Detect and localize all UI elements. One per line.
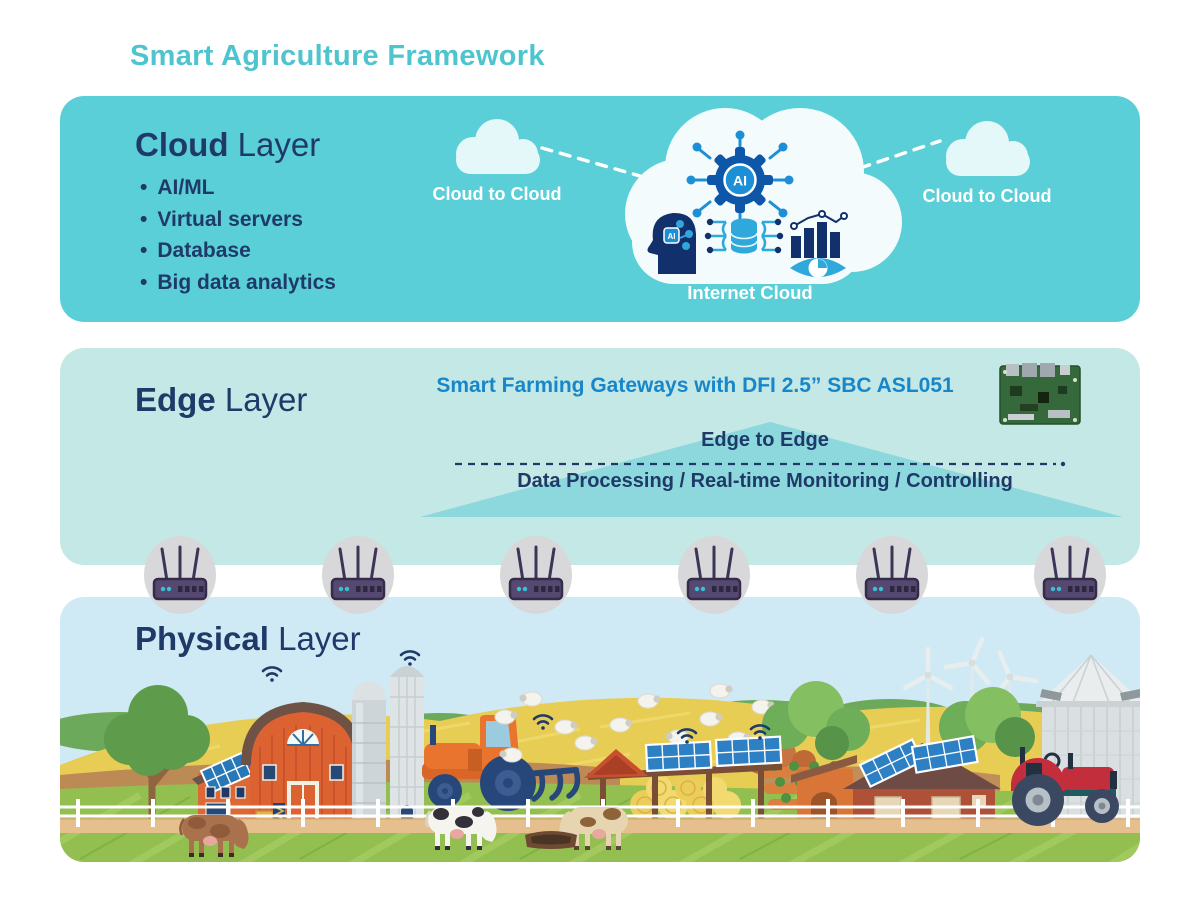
- cloud-layer-art: AI AI: [456, 108, 1030, 284]
- wifi-sensors: [261, 650, 771, 744]
- cloud-to-cloud-label: Cloud to Cloud: [922, 186, 1052, 206]
- internet-cloud-label: Internet Cloud: [687, 282, 813, 303]
- wifi-router-icon: [143, 535, 217, 615]
- edge-to-edge-label: Edge to Edge: [701, 429, 829, 451]
- wifi-router-icon: [855, 535, 929, 615]
- edge-layer-art: [420, 422, 1123, 517]
- data-integration-icon: [704, 218, 784, 254]
- svg-text:AI: AI: [733, 173, 747, 189]
- wifi-router-icon: [1033, 535, 1107, 615]
- small-cloud-icon: [456, 119, 540, 174]
- hay-shed: [584, 735, 783, 822]
- farm-scene: [60, 636, 1140, 862]
- solar-panel: [714, 735, 783, 768]
- tractor-with-plow: [422, 715, 581, 811]
- wifi-router-icon: [677, 535, 751, 615]
- ai-head-icon: AI: [647, 212, 696, 274]
- cloud-layer-heading: Cloud Layer: [135, 126, 321, 163]
- analytics-eye-icon: [790, 210, 848, 278]
- cloud-link-dash: [858, 139, 942, 170]
- edge-functions-label: Data Processing / Real-time Monitoring /…: [517, 470, 1013, 492]
- cow: [425, 807, 497, 850]
- cloud-to-cloud-label: Cloud to Cloud: [432, 184, 562, 204]
- list-item: •Big data analytics: [140, 270, 336, 294]
- cow: [559, 807, 628, 850]
- red-tractor: [1011, 747, 1119, 826]
- solar-panel: [644, 740, 713, 773]
- grain-silos: [352, 666, 424, 825]
- solar-panel: [858, 738, 925, 789]
- page-title: Smart Agriculture Framework: [130, 40, 545, 72]
- cloud-link-dash: [540, 146, 642, 178]
- cows: [179, 807, 628, 857]
- edge-layer-heading: Edge Layer: [135, 381, 308, 418]
- cloud-feature-list: •AI/ML •Virtual servers •Database •Big d…: [140, 172, 336, 298]
- wifi-router-icon: [321, 535, 395, 615]
- feed-trough: [525, 831, 577, 849]
- list-item: •Database: [140, 239, 251, 262]
- cow: [179, 815, 249, 857]
- tree: [104, 685, 210, 827]
- small-cloud-icon: [946, 121, 1030, 176]
- solar-panel: [910, 734, 979, 774]
- edge-triangle: [420, 422, 1123, 517]
- wifi-router-icon: [499, 535, 573, 615]
- svg-text:AI: AI: [668, 232, 676, 241]
- list-item: •AI/ML: [140, 176, 215, 199]
- list-item: •Virtual servers: [140, 207, 303, 231]
- cloud-layer-panel: Cloud Layer •AI/ML •Virtual servers •Dat…: [60, 96, 1140, 322]
- dfi-asl051-sbc-board: [999, 363, 1081, 425]
- physical-layer-panel: Physical Layer: [60, 597, 1140, 862]
- edge-layer-panel: Edge Layer Smart Farming Gateways with D…: [60, 348, 1140, 565]
- physical-layer-heading: Physical Layer: [135, 620, 361, 657]
- gateway-caption: Smart Farming Gateways with DFI 2.5” SBC…: [436, 374, 954, 397]
